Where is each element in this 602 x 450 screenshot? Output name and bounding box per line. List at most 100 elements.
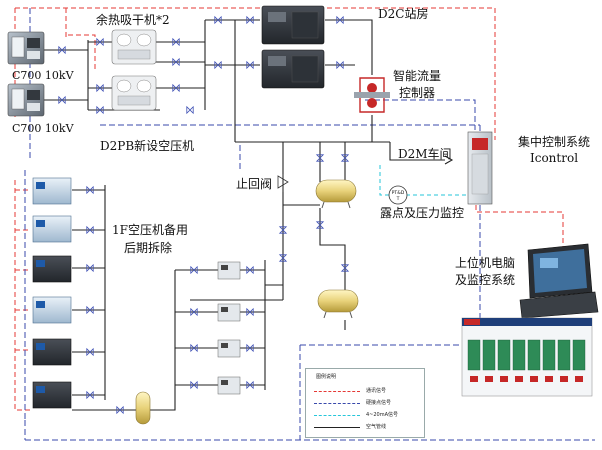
monitor-unit-indicator	[500, 376, 508, 382]
backup-compressor-label-1: 1F空压机备用	[112, 223, 188, 237]
valve-icon	[86, 225, 94, 235]
legend-title: 图例说明	[316, 374, 337, 380]
dew-point-label: 露点及压力监控	[380, 206, 464, 220]
check-valve-icon	[277, 174, 289, 192]
valve-icon	[315, 154, 325, 162]
air-tank-lower	[317, 289, 359, 319]
valve-icon	[86, 263, 94, 273]
valve-icon	[190, 343, 198, 353]
legend-text: 通讯信号	[366, 388, 387, 394]
dryer-label: 余热吸干机*2	[96, 12, 170, 27]
upper-computer	[519, 243, 599, 319]
c700-compressor-bottom	[7, 83, 45, 117]
c700-top-label: C700 10kV	[12, 69, 75, 82]
legend-item-comm: 通讯信号	[314, 387, 422, 395]
c700-compressor-top	[7, 31, 45, 65]
d2c-label: D2C站房	[378, 6, 428, 21]
legend-text: 4~20mA信号	[366, 412, 399, 418]
d2pb-label: D2PB新设空压机	[100, 138, 194, 153]
monitor-unit-indicator	[470, 376, 478, 382]
legend-item-analog: 4~20mA信号	[314, 411, 422, 419]
monitor-unit-tile	[557, 339, 571, 371]
valve-icon	[246, 343, 254, 353]
small-dryer-3	[217, 339, 241, 358]
pt-sensor-label: PT&D	[392, 190, 405, 196]
monitor-unit-indicator	[575, 376, 583, 382]
valve-icon	[172, 83, 180, 93]
backup-compressor-label-2: 后期拆除	[124, 240, 172, 255]
check-valve-label: 止回阀	[236, 177, 272, 191]
monitor-unit-indicator	[515, 376, 523, 382]
dryer-unit-top	[111, 29, 157, 65]
valve-icon	[96, 83, 104, 93]
valve-icon	[86, 305, 94, 315]
monitor-unit-tile	[527, 339, 541, 371]
backup-compressor-1	[32, 177, 72, 205]
small-dryer-1	[217, 261, 241, 280]
valve-icon	[96, 37, 104, 47]
smart-controller-label-2: 控制器	[399, 86, 435, 100]
valve-icon	[58, 95, 66, 105]
valve-icon	[214, 15, 222, 25]
small-dryer-2	[217, 303, 241, 322]
valve-icon	[96, 105, 104, 115]
dryer-bank	[217, 261, 241, 395]
small-dryer-4	[217, 376, 241, 395]
smart-flow-controller	[354, 77, 390, 113]
valve-icon	[172, 57, 180, 67]
valve-icon	[190, 265, 198, 275]
legend-item-pipe: 空气管线	[314, 423, 422, 431]
valve-icon	[214, 60, 222, 70]
backup-compressors	[32, 177, 72, 409]
upper-pc-label-1: 上位机电脑	[455, 255, 515, 270]
air-tank-upper	[315, 179, 357, 209]
analog-signal-lines	[379, 165, 475, 196]
monitor-unit-indicator	[485, 376, 493, 382]
valve-icon	[58, 45, 66, 55]
d2c-compressor-bottom	[261, 49, 325, 89]
valve-icon	[186, 105, 194, 115]
legend-line	[314, 427, 360, 428]
valve-icon	[340, 154, 350, 162]
legend-line	[314, 403, 360, 404]
valve-icon	[190, 380, 198, 390]
valve-icon	[336, 60, 344, 70]
d2m-label: D2M车间	[398, 146, 452, 161]
valve-icon	[116, 405, 124, 415]
legend: 图例说明 通讯信号 硬接点信号 4~20mA信号 空气管线	[305, 368, 425, 438]
monitor-unit-tile	[467, 339, 481, 371]
smart-controller-label-1: 智能流量	[393, 68, 441, 83]
valve-icon	[315, 221, 325, 229]
monitoring-screen	[461, 317, 593, 397]
monitor-unit-indicator	[530, 376, 538, 382]
d2c-compressor-top	[261, 5, 325, 45]
backup-compressor-3	[32, 255, 72, 283]
legend-line	[314, 415, 360, 416]
air-tank-vertical	[135, 391, 151, 425]
valve-icon	[278, 254, 288, 262]
valve-icon	[246, 15, 254, 25]
legend-text: 硬接点信号	[366, 400, 392, 406]
valve-icon	[86, 347, 94, 357]
upper-pc-label-2: 及监控系统	[455, 273, 515, 287]
central-control-label-2: Icontrol	[530, 151, 578, 165]
central-control-label-1: 集中控制系统	[518, 134, 590, 149]
c700-bottom-label: C700 10kV	[12, 122, 75, 135]
valve-icon	[336, 15, 344, 25]
backup-compressor-4	[32, 296, 72, 324]
monitor-unit-tile	[512, 339, 526, 371]
valve-icons	[58, 15, 350, 415]
legend-item-hard: 硬接点信号	[314, 399, 422, 407]
pt-sensor-sublabel: T	[396, 196, 400, 202]
legend-line	[314, 391, 360, 392]
valve-icon	[86, 390, 94, 400]
central-control-cabinet	[467, 131, 493, 205]
valve-icon	[86, 185, 94, 195]
legend-text: 空气管线	[366, 424, 387, 430]
monitor-unit-tile	[572, 339, 586, 371]
valve-icon	[278, 226, 288, 234]
valve-icon	[190, 307, 198, 317]
valve-icon	[172, 37, 180, 47]
monitor-unit-tile	[482, 339, 496, 371]
